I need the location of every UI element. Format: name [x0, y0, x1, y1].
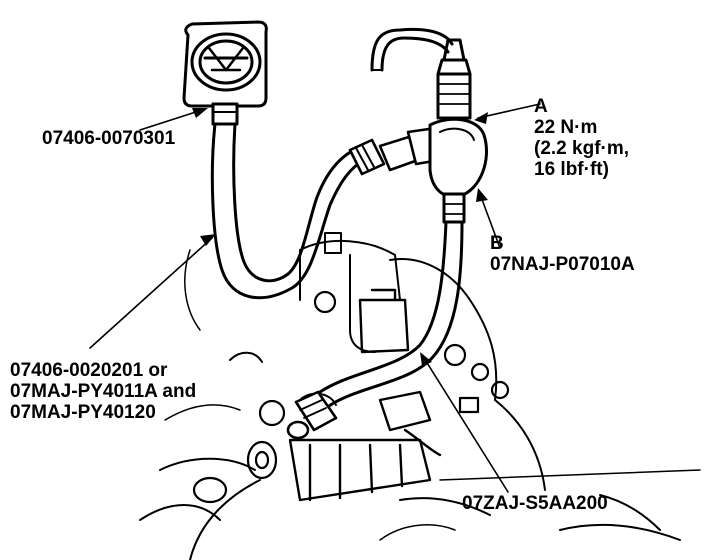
label-b-part: 07NAJ-P07010A: [490, 254, 635, 275]
label-adapter-part: 07ZAJ-S5AA200: [462, 493, 608, 514]
label-a-torque-line-2: (2.2 kgf·m,: [534, 138, 630, 159]
label-hose-line-3: 07MAJ-PY40120: [10, 402, 156, 423]
engine-bolts: [192, 290, 510, 504]
pressure-gauge: [182, 20, 268, 126]
label-hose-line-1: 07406-0020201 or: [10, 360, 168, 381]
rail-connector: [286, 390, 338, 440]
label-adapter-b: B 07NAJ-P07010A: [490, 233, 635, 275]
adapter-tee: [428, 117, 488, 224]
label-a-torque-line-1: 22 N·m: [534, 117, 598, 138]
fuel-rail: [288, 288, 442, 502]
label-gauge-part: 07406-0070301: [42, 128, 176, 149]
fitting-a: [436, 38, 472, 120]
label-hose-line-2: 07MAJ-PY4011A and: [10, 381, 197, 402]
label-b-letter: B: [490, 233, 504, 254]
leader-arrowheads: [192, 108, 488, 366]
leader-lines: [89, 103, 541, 493]
gauge-hose: [210, 122, 366, 300]
label-hose-parts: 07406-0020201 or 07MAJ-PY4011A and 07MAJ…: [10, 360, 196, 423]
label-fitting-a: A 22 N·m (2.2 kgf·m, 16 lbf·ft): [534, 96, 629, 180]
label-a-letter: A: [534, 96, 548, 117]
return-loop-hose: [370, 27, 454, 72]
engine-background: [139, 232, 701, 560]
rail-hose: [304, 220, 464, 416]
label-a-torque-line-3: 16 lbf·ft): [534, 159, 609, 180]
